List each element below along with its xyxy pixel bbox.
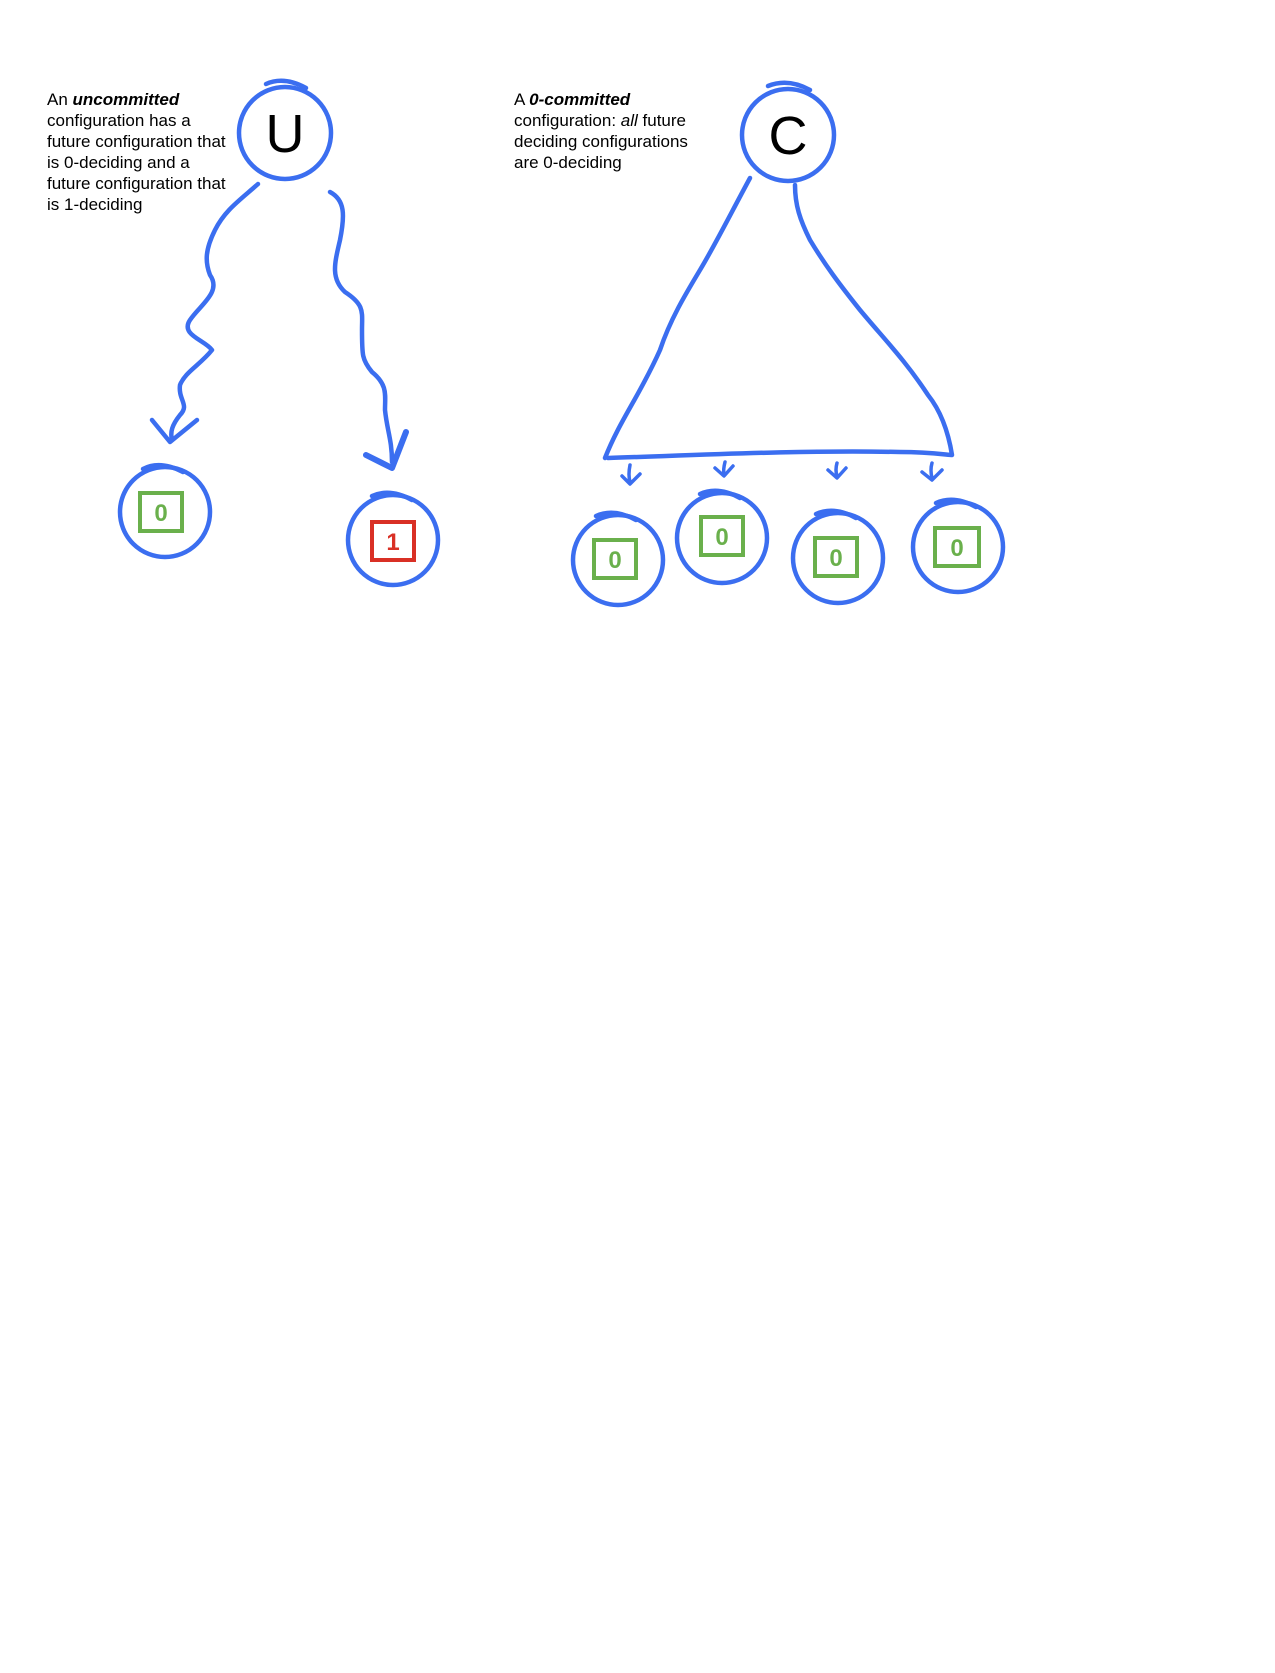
- future-node-4: [910, 497, 1006, 595]
- committed-node: [739, 80, 837, 184]
- one-digit: 1: [386, 529, 399, 556]
- decision-box: [138, 491, 184, 533]
- one-box: 1: [370, 520, 416, 562]
- zero-digit: 0: [608, 547, 621, 574]
- node-circle: [739, 86, 837, 184]
- zero-box: 0: [592, 538, 638, 580]
- node-flourish: [140, 462, 186, 475]
- caption-text: future configuration that: [47, 174, 226, 193]
- caption-text: configuration has a: [47, 111, 191, 130]
- caption-text: are 0-deciding: [514, 153, 622, 172]
- caption-text: future configuration that: [47, 132, 226, 151]
- zero-box: 0: [933, 526, 981, 568]
- caption-emphasis: 0-committed: [529, 90, 631, 109]
- path-arrow-to-zero: [169, 181, 261, 443]
- node-flourish: [765, 80, 813, 93]
- zero-digit: 0: [715, 524, 728, 551]
- uncommitted-label: U: [266, 104, 305, 164]
- node-flourish: [369, 490, 415, 503]
- future-triangle: [602, 175, 955, 461]
- arrow-down-icon: [620, 463, 642, 486]
- zero-box: 0: [138, 491, 184, 533]
- committed-caption: A 0-committed configuration: all future …: [514, 89, 734, 173]
- decision-box: [699, 515, 745, 557]
- node-flourish: [933, 497, 979, 510]
- caption-text: A: [514, 90, 530, 109]
- arrowhead-icon: [363, 429, 409, 471]
- future-node-3: [790, 508, 886, 606]
- zero-digit: 0: [829, 545, 842, 572]
- decision-box: [370, 520, 416, 562]
- node-circle: [236, 84, 334, 182]
- zero-box: 0: [699, 515, 745, 557]
- arrow-down-icon: [920, 461, 944, 482]
- caption-emphasis: uncommitted: [72, 90, 180, 109]
- zero-digit: 0: [950, 535, 963, 562]
- uncommitted-caption: An uncommitted configuration has a futur…: [47, 89, 247, 215]
- arrow-down-icon: [713, 460, 735, 478]
- committed-label: C: [769, 106, 808, 166]
- future-arrows: [620, 460, 944, 486]
- node-flourish: [593, 510, 639, 523]
- one-deciding-node: [345, 490, 441, 588]
- decision-box: [592, 538, 638, 580]
- caption-text: configuration:: [514, 111, 621, 130]
- arrowhead-icon: [149, 417, 200, 445]
- zero-digit: 0: [154, 500, 167, 527]
- caption-text: is 1-deciding: [47, 195, 143, 214]
- future-node-2: [674, 488, 770, 586]
- caption-text: deciding configurations: [514, 132, 688, 151]
- node-flourish: [813, 508, 859, 521]
- decision-box: [933, 526, 981, 568]
- node-flourish: [697, 488, 743, 501]
- caption-italic: all: [620, 111, 638, 130]
- caption-text: An: [47, 90, 73, 109]
- decision-box: [813, 536, 859, 578]
- caption-text: future: [637, 111, 687, 130]
- caption-text: is 0-deciding and a: [47, 153, 190, 172]
- zero-deciding-node: [117, 462, 213, 560]
- zero-box: 0: [813, 536, 859, 578]
- arrow-down-icon: [826, 461, 848, 480]
- future-node-1: [570, 510, 666, 608]
- path-arrow-to-one: [327, 189, 395, 465]
- uncommitted-node: [236, 78, 334, 182]
- node-flourish: [263, 78, 309, 91]
